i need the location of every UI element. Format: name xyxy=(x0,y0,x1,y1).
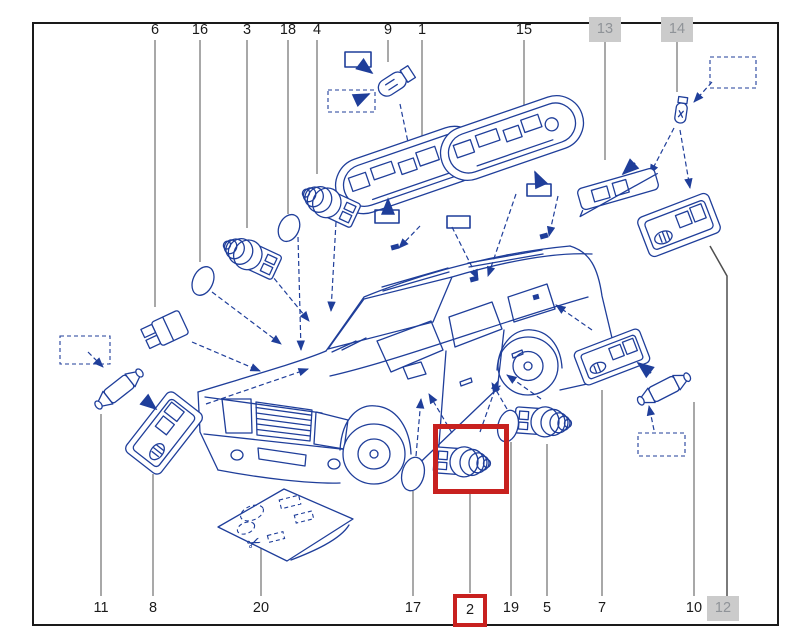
solid-arrows xyxy=(139,57,655,411)
callout-label-5[interactable]: 5 xyxy=(542,600,552,617)
scissors-icon: ✂ xyxy=(244,532,265,555)
callout-label-2[interactable]: 2 xyxy=(453,594,487,627)
part-18-lens-cover[interactable] xyxy=(274,211,304,245)
callout-label-10[interactable]: 10 xyxy=(685,600,703,617)
part-6-connector[interactable] xyxy=(140,310,189,351)
part-5-bulb-socket[interactable] xyxy=(513,405,573,439)
callout-label-6[interactable]: 6 xyxy=(150,22,160,39)
leader-line xyxy=(709,245,728,596)
callout-label-9[interactable]: 9 xyxy=(383,22,393,39)
part-16-lens-cover[interactable] xyxy=(188,263,218,299)
callout-label-18[interactable]: 18 xyxy=(279,22,297,39)
callout-label-20[interactable]: 20 xyxy=(252,600,270,617)
callout-label-15[interactable]: 15 xyxy=(515,22,533,39)
install-arrows xyxy=(87,81,713,457)
part-12-luggage-lamp[interactable] xyxy=(636,192,722,258)
part-15-overhead-console-lamp[interactable] xyxy=(433,88,591,187)
part-14-wedge-bulb[interactable] xyxy=(674,95,689,124)
callout-label-13[interactable]: 13 xyxy=(589,17,621,42)
callout-label-17[interactable]: 17 xyxy=(404,600,422,617)
callout-label-12[interactable]: 12 xyxy=(707,596,739,621)
part-4-bulb-socket[interactable] xyxy=(296,178,362,230)
callout-label-11[interactable]: 11 xyxy=(93,600,109,617)
callout-label-8[interactable]: 8 xyxy=(148,600,158,617)
part-13-lamp-bracket[interactable] xyxy=(573,167,663,218)
highlight-box-part-2 xyxy=(433,424,509,494)
part-3-bulb-socket[interactable] xyxy=(217,230,283,282)
callout-label-3[interactable]: 3 xyxy=(242,22,252,39)
placeholder-boxes xyxy=(59,56,757,457)
leader-lines xyxy=(100,40,728,596)
callout-label-1[interactable]: 1 xyxy=(417,22,427,39)
callout-label-4[interactable]: 4 xyxy=(312,22,322,39)
callout-label-14[interactable]: 14 xyxy=(661,17,693,42)
vehicle-duster xyxy=(197,232,613,485)
callout-label-19[interactable]: 19 xyxy=(502,600,520,617)
callout-label-16[interactable]: 16 xyxy=(191,22,209,39)
part-17-lens-cover[interactable] xyxy=(398,455,428,493)
part-2-bulb-socket[interactable] xyxy=(432,445,492,479)
part-20-cutting-template[interactable]: ✂ xyxy=(217,488,354,562)
part-7-luggage-lamp[interactable] xyxy=(573,328,651,387)
callout-label-7[interactable]: 7 xyxy=(597,600,607,617)
part-9-wedge-bulb[interactable] xyxy=(375,64,417,99)
part-8-luggage-lamp[interactable] xyxy=(123,390,204,477)
part-11-festoon-bulb[interactable] xyxy=(91,365,147,413)
part-10-festoon-bulb[interactable] xyxy=(635,369,694,410)
diagram-frame xyxy=(32,22,779,626)
